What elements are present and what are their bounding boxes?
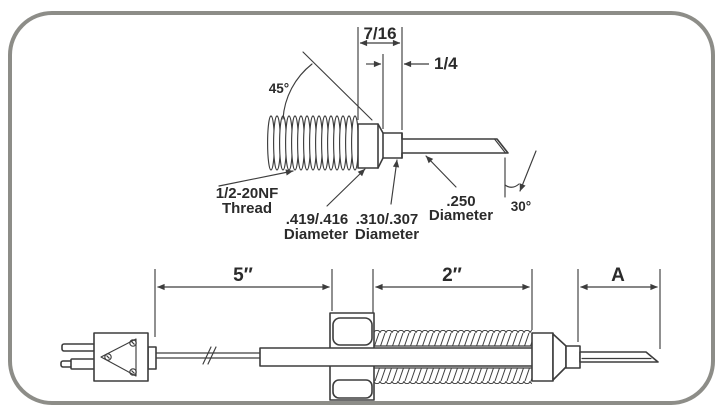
tip-angle-arc [504,183,520,188]
probe-diameter-line2: Diameter [429,207,493,224]
connector-triangle [100,338,137,377]
probe-end [531,332,659,382]
break-mark-1 [202,346,212,365]
end-collar [531,332,554,382]
hex-nut-top-flat [332,317,373,346]
connector-screw-1 [129,339,137,347]
full-view-dimensions: 5″ 2″ A [154,265,661,349]
chamfer-ray [302,51,373,121]
connector-screw-2-slot [131,370,135,374]
fitting-outline [357,123,509,169]
break-mark-2 [207,346,217,365]
thread-coil [267,115,359,171]
cable [155,346,261,365]
tip-bevel-line [493,138,507,154]
probe-diameter-leader [425,155,457,188]
thread-band-top [374,330,532,346]
end-cone [552,333,567,381]
hex-nut [329,312,375,401]
page-border [8,11,715,405]
probe-base-block [565,345,581,369]
connector-screw-3-slot [106,355,110,359]
tip-section-length-label: 1/4 [434,54,458,73]
connector-screw-1-slot [131,341,135,345]
detail-dimensions: 7/16 1/4 [357,24,458,130]
tip-angle-annotation: 30° [504,150,537,214]
chamfer-annotation: 45° [269,51,373,121]
detail-view: 45° 7/16 1/4 1/2-20NF Thread .419/.416 D… [216,24,537,243]
connector-pin-bottom [70,358,96,370]
connector-pin-top [61,343,96,352]
connector-body [93,332,149,382]
body-diameter-leader [326,168,366,207]
body-diameter-line2: Diameter [284,226,348,243]
full-view: 5″ 2″ A [60,265,661,401]
thread-spec-line2: Thread [222,200,272,217]
thread-spec-callout: 1/2-20NF Thread [216,169,294,217]
body-diameter-callout: .419/.416 Diameter [284,168,366,243]
hex-nut-bottom-flat [332,379,373,399]
connector-stub [147,346,157,370]
tip-angle-label: 30° [511,199,531,214]
connector-plug [60,332,157,382]
chamfer-angle-label: 45° [269,81,289,96]
threaded-length-label: 2″ [442,265,462,286]
probe-diameter-callout: .250 Diameter [425,155,493,224]
threaded-section [373,330,533,384]
thread-spec-line1: 1/2-20NF [216,185,279,202]
mid-diameter-leader [390,159,400,205]
connector-screw-2 [129,368,137,376]
mid-diameter-line2: Diameter [355,226,419,243]
connector-screw-3 [104,353,112,361]
chamfer-arc [282,63,313,120]
sheath-tube [259,347,534,367]
mid-diameter-callout: .310/.307 Diameter [355,159,419,243]
thread-leader [218,169,294,187]
probe-diameter-line1: .250 [446,193,475,210]
cable-length-label: 5″ [233,265,253,286]
probe-shaft [579,351,659,363]
fitting-length-label: 7/16 [363,24,396,43]
body-diameter-line1: .419/.416 [286,211,349,228]
thread-band-bottom [374,368,532,384]
tip-angle-ray [519,150,537,192]
mid-diameter-line1: .310/.307 [356,211,419,228]
probe-length-label: A [611,265,625,286]
